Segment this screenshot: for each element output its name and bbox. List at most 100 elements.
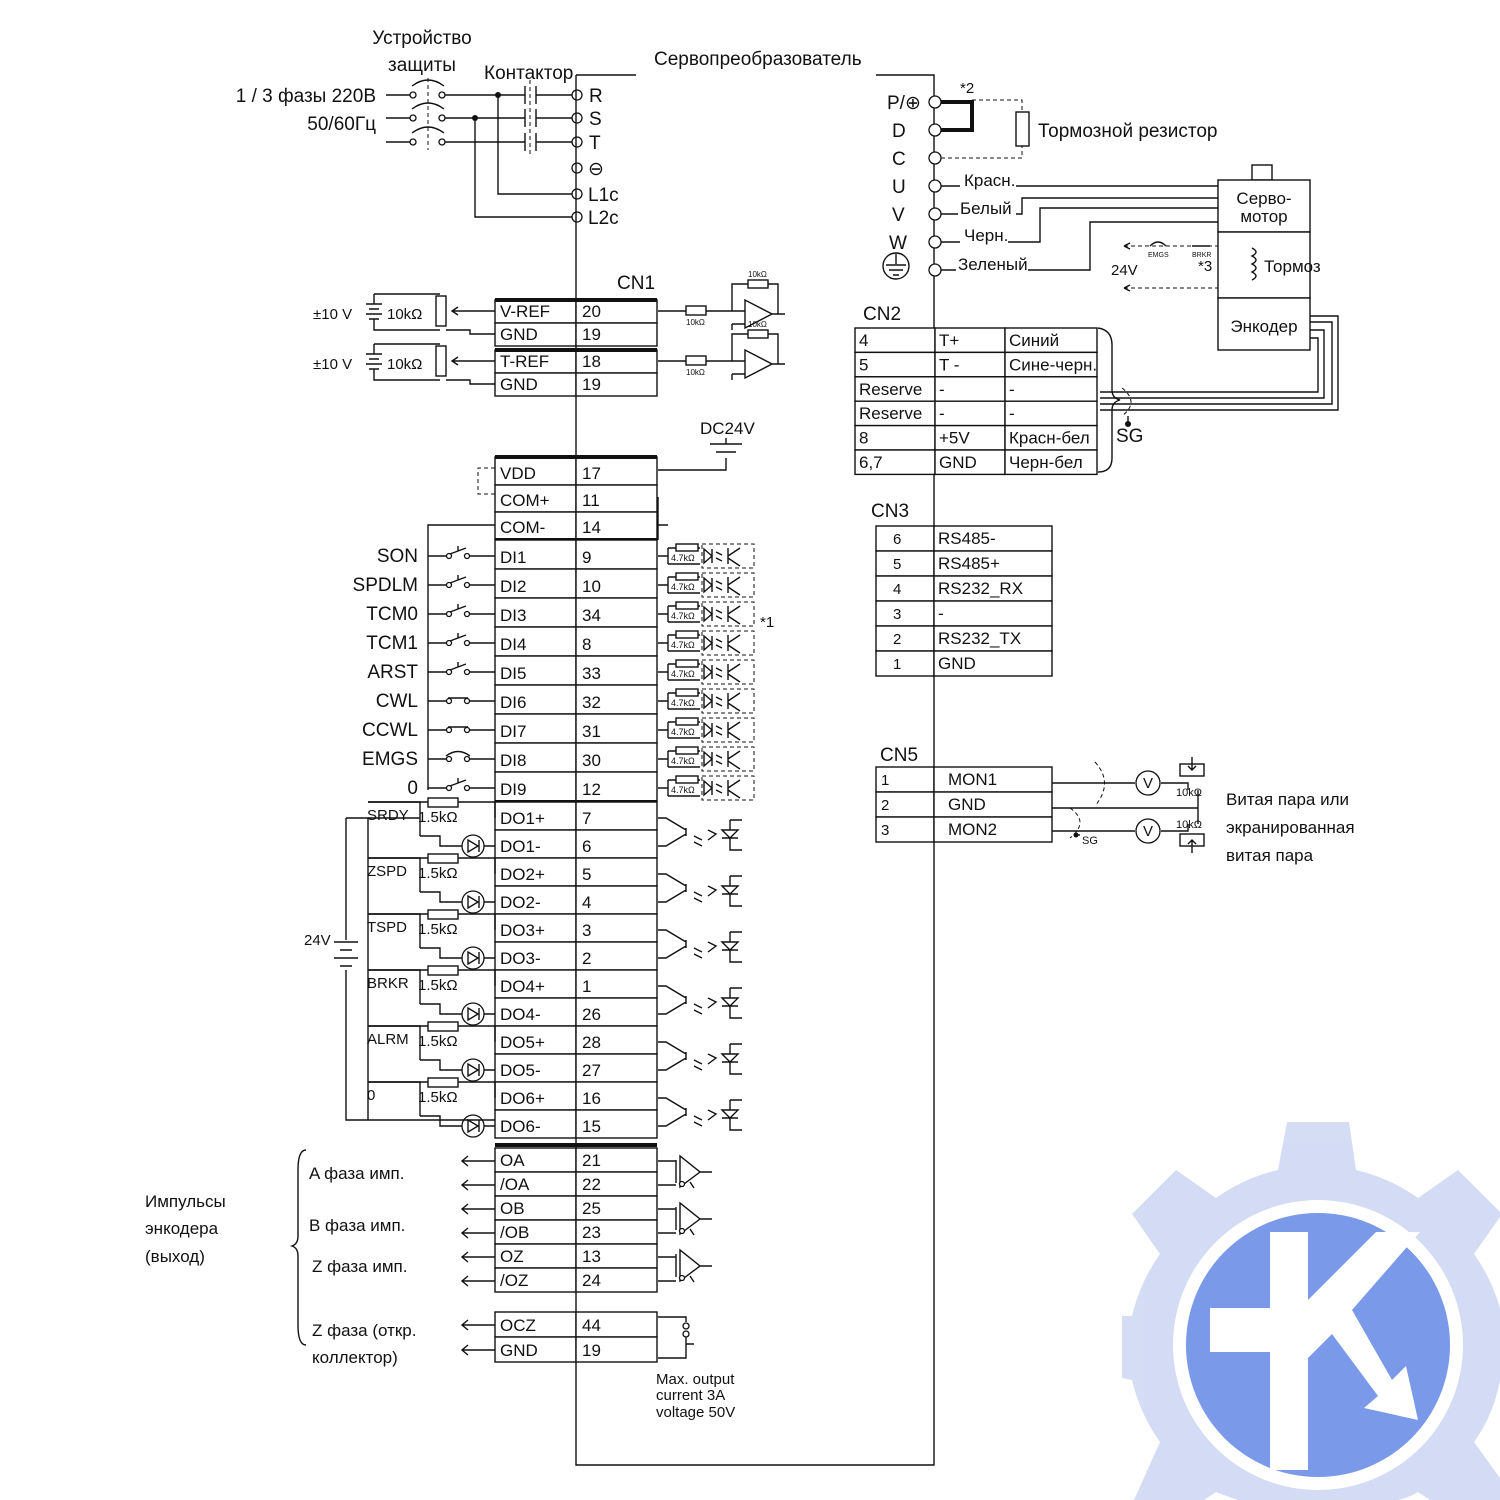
cn1-analog-number: 18 <box>582 352 601 371</box>
cn3-cell <box>933 600 1053 627</box>
cn5-pin-number: 1 <box>881 772 889 789</box>
cn1-do-label-cell <box>494 969 577 999</box>
cn1-power-label: VDD <box>500 464 536 483</box>
cn1-enc-label: OZ <box>500 1247 524 1266</box>
terminal-s: S <box>589 109 602 130</box>
brake-resistor-label: Тормозной резистор <box>1038 121 1218 142</box>
cn1-do-label: DO1- <box>500 837 541 856</box>
cn1-di-num-cell <box>575 684 658 715</box>
cn2-cell-text: 6,7 <box>859 453 883 472</box>
cn1-do-label: DO6+ <box>500 1089 545 1108</box>
output-terminal-block: P/⊕ D C U V W *2 Тормозной резистор <box>882 80 1218 280</box>
cn1-do-num-cell <box>575 941 658 971</box>
amp-resistor-label: 10kΩ <box>686 368 705 377</box>
cn2-cell-text: T+ <box>939 331 959 350</box>
cn1-enc-label: OB <box>500 1199 525 1218</box>
do-resistor-label: 1.5kΩ <box>418 1033 458 1050</box>
cn1-di-number: 9 <box>582 548 591 567</box>
cn1-enc-number: 23 <box>582 1223 601 1242</box>
cn1-power-number: 14 <box>582 518 601 537</box>
cn2-cell <box>934 351 1006 378</box>
cn1-do-num-cell <box>575 969 658 999</box>
cn3-cell <box>933 550 1053 577</box>
cn2-cell <box>934 400 1006 427</box>
cn1-do-number: 2 <box>582 949 591 968</box>
cn1-analog-num-cell <box>575 372 658 397</box>
di-resistor-label: 4.7kΩ <box>671 785 695 795</box>
cn2-cell-text: - <box>939 380 945 399</box>
cn1-do-label: DO6- <box>500 1117 541 1136</box>
max-output-2: current 3A <box>656 1387 725 1404</box>
cn3-pin-number: 2 <box>893 631 901 648</box>
di-resistor-label: 4.7kΩ <box>671 640 695 650</box>
terminal-l2c: L2c <box>588 208 619 229</box>
brake-emgs: EMGS <box>1148 252 1169 259</box>
cn1-di-label-cell <box>494 742 577 773</box>
cn1-do-num-cell <box>575 1053 658 1083</box>
analog-source-label: ±10 V <box>313 306 352 323</box>
di-resistor-label: 4.7kΩ <box>671 553 695 563</box>
cn2-cell-text: Красн-бел <box>1009 429 1090 448</box>
analog-source-label: ±10 V <box>313 356 352 373</box>
enc-phase-a: A фаза имп. <box>309 1164 404 1183</box>
do-signal-srdy: SRDY <box>367 807 409 824</box>
ground-icon <box>882 252 910 280</box>
motor-wiring: Красн. Белый Черн. Зеленый <box>941 171 1218 274</box>
cn3-cell <box>875 525 935 552</box>
terminal-p: P/⊕ <box>887 93 921 114</box>
cn1-power-label-cell <box>494 511 577 540</box>
cn2-cell-text: GND <box>939 453 977 472</box>
cn3-pin-signal: GND <box>938 654 976 673</box>
cn1-analog-label: V-REF <box>500 302 550 321</box>
wire-red: Красн. <box>964 171 1015 190</box>
cn3-pin-number: 4 <box>893 581 901 598</box>
cn5-note-2: экранированная <box>1226 818 1355 837</box>
do-signal-zspd: ZSPD <box>367 863 407 880</box>
cn1-enc-label-cell <box>494 1267 577 1293</box>
di-resistor-label: 4.7kΩ <box>671 756 695 766</box>
protection-label-2: защиты <box>388 55 456 76</box>
cn1-enc-label-cell <box>494 1195 577 1221</box>
cn5-cell <box>875 816 935 843</box>
max-output-3: voltage 50V <box>656 1404 735 1421</box>
cn1-analog-number: 20 <box>582 302 601 321</box>
terminal-u: U <box>892 177 906 198</box>
led-icon <box>461 1058 485 1082</box>
analog-pot-label: 10kΩ <box>387 356 422 373</box>
note-3: *3 <box>1198 258 1212 275</box>
cn1-di-number: 34 <box>582 606 601 625</box>
servo-drive-label: Сервопреобразователь <box>654 49 862 70</box>
cn1-do-num-cell <box>575 1081 658 1111</box>
company-logo-watermark <box>1122 1122 1500 1500</box>
cn1-analog-number: 19 <box>582 325 601 344</box>
di-signal-son: SON <box>377 546 418 567</box>
di-resistor-label: 4.7kΩ <box>671 611 695 621</box>
di-resistor-label: 4.7kΩ <box>671 727 695 737</box>
ocz-label-1: Z фаза (откр. <box>312 1321 416 1340</box>
encoder-output-labels: Импульсы энкодера (выход) A фаза имп. B … <box>145 1149 735 1421</box>
cn1-analog-label: GND <box>500 375 538 394</box>
enc-group-1: Импульсы <box>145 1192 226 1211</box>
led-icon <box>461 890 485 914</box>
amp-feedback-label: 10kΩ <box>748 270 767 279</box>
cn5-label: CN5 <box>880 745 918 766</box>
di-signal-spdlm: SPDLM <box>353 575 418 596</box>
cn1-enc-label: OA <box>500 1151 525 1170</box>
wire-green: Зеленый <box>958 255 1028 274</box>
cn3-cell <box>933 650 1053 677</box>
led-icon <box>461 946 485 970</box>
cn3-pin-signal: RS485+ <box>938 554 1000 573</box>
cn1-di-label: DI2 <box>500 577 526 596</box>
cn3-pin-number: 6 <box>893 531 901 548</box>
cn1-di-num-cell <box>575 771 658 802</box>
cn1-do-number: 3 <box>582 921 591 940</box>
cn1-do-label: DO3+ <box>500 921 545 940</box>
cn5-pin-signal: GND <box>948 795 986 814</box>
protection-label-1: Устройство <box>372 28 471 49</box>
cn1-do-label: DO2- <box>500 893 541 912</box>
cn1-do-label: DO4- <box>500 1005 541 1024</box>
cn1-ocz-number: 19 <box>582 1341 601 1360</box>
cn1-analog-number: 19 <box>582 375 601 394</box>
